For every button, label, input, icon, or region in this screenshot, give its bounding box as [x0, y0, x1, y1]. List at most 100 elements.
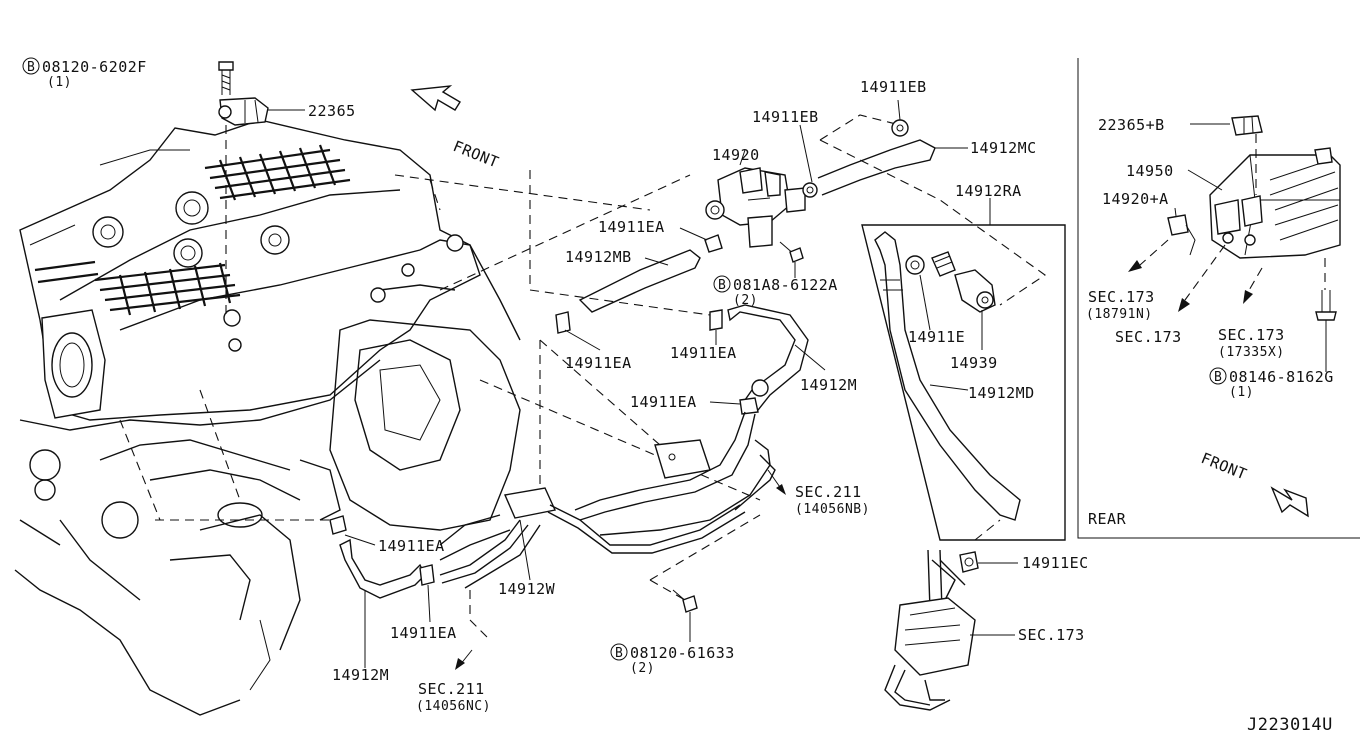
bolt-symbol-1: B [27, 60, 35, 75]
bolt-symbol-4: B [1214, 370, 1222, 385]
label-14911EA-c: 14911EA [670, 344, 737, 362]
leader-14911EB-b [897, 99, 901, 121]
label-14939: 14939 [950, 354, 998, 372]
label-08120-6202F-qty: (1) [47, 75, 72, 90]
label-14911EA-d: 14911EA [630, 393, 697, 411]
clamp-14911EA-a [704, 234, 723, 253]
label-08120-61633-qty: (2) [630, 661, 655, 676]
label-14920: 14920 [712, 146, 760, 164]
tube-upper [574, 411, 746, 511]
canister-sec173-part [884, 549, 976, 711]
valve-14920A [1167, 214, 1196, 256]
leader-14912MB [644, 257, 669, 266]
label-081A8-6122A-qty: (2) [733, 293, 758, 308]
leader-14911EA-a [679, 227, 708, 241]
label-14911EA-f: 14911EA [390, 624, 457, 642]
dashed-assembly-lines [119, 114, 1046, 641]
label-08120-61633: 08120-61633 [630, 644, 735, 662]
sensor-22365B [1231, 115, 1263, 136]
leader-14911EA-e [344, 534, 376, 546]
label-sec211-a: SEC.211 [795, 483, 862, 501]
leader-14911EA-b [564, 329, 601, 351]
label-14911EB-b: 14911EB [860, 78, 927, 96]
label-14912M-a: 14912M [800, 376, 857, 394]
engine-illustration [14, 119, 521, 716]
label-14912W: 14912W [498, 580, 556, 598]
hose-14912MB [578, 249, 701, 313]
label-081A8-6122A: 081A8-6122A [733, 276, 838, 294]
clamp-14911EA-d [739, 379, 769, 415]
label-rear-sec173-c: SEC.173 [1218, 326, 1285, 344]
rear-panel-border [1077, 58, 1360, 539]
label-rear-sec173-b: SEC.173 [1115, 328, 1182, 346]
label-22365B: 22365+B [1098, 116, 1165, 134]
label-14912MC: 14912MC [970, 139, 1037, 157]
bolt-symbol-2: B [718, 278, 726, 293]
leader-14911EA-d [709, 401, 741, 405]
label-sec173-main: SEC.173 [1018, 626, 1085, 644]
label-14920A: 14920+A [1102, 190, 1169, 208]
label-sec211-b: SEC.211 [418, 680, 485, 698]
label-08120-6202F: 08120-6202F [42, 58, 147, 76]
clamp-14911EB-a [802, 182, 818, 198]
diagram-id: J223014U [1247, 715, 1333, 735]
label-14911EB-a: 14911EB [752, 108, 819, 126]
leader-14911EA-f [427, 584, 431, 623]
label-14912RA: 14912RA [955, 182, 1022, 200]
label-14911EC: 14911EC [1022, 554, 1089, 572]
label-rear: REAR [1088, 510, 1127, 528]
label-front-rear: FRONT [1199, 449, 1250, 484]
label-08146-8162G: 08146-8162G [1229, 368, 1334, 386]
leader-14912M-a [794, 344, 826, 371]
leader-14911E [919, 274, 931, 331]
bolt-symbol-3: B [615, 646, 623, 661]
arrow-sec211-b [455, 649, 473, 670]
leader-14912MD [929, 384, 969, 391]
leader-14920 [739, 149, 746, 166]
part-labels: B 08120-6202F (1) 22365 FRONT 14911EB 14… [22, 57, 1334, 735]
bolt-08120-6202F-part [218, 61, 234, 95]
label-14911EA-b: 14911EA [565, 354, 632, 372]
label-front-main: FRONT [451, 137, 502, 172]
front-arrow-rear [1270, 486, 1309, 518]
front-arrow-main [410, 85, 461, 112]
clamp-14911EA-b [555, 311, 571, 334]
label-22365: 22365 [308, 102, 356, 120]
label-08146-8162G-qty: (1) [1229, 385, 1254, 400]
label-14911EA-a: 14911EA [598, 218, 665, 236]
label-14912M-b: 14912M [332, 666, 389, 684]
bracket [654, 439, 711, 479]
label-sec211-b-ref: (14056NC) [416, 699, 491, 714]
clamp-14911EA-f [419, 564, 435, 586]
label-14911EA-e: 14911EA [378, 537, 445, 555]
bolt-08146-8162G-part [1315, 290, 1337, 321]
leader-14920A [1174, 207, 1177, 217]
label-14911E: 14911E [908, 328, 965, 346]
label-rear-sec173-c-ref: (17335X) [1218, 345, 1285, 360]
leader-14911EB-a [799, 124, 813, 183]
leader-14950 [1187, 169, 1223, 191]
leader-14912W [519, 519, 531, 581]
hose-14912M-b [339, 538, 426, 599]
clamp-14911EC [959, 551, 979, 573]
box-14912RA [861, 224, 1066, 541]
sensor-22365-part [218, 97, 269, 126]
label-rear-sec173-a: SEC.173 [1088, 288, 1155, 306]
clamp-14911EB-b [891, 119, 909, 137]
clamp-14911E [905, 251, 956, 277]
clamp-14911EA-e [329, 515, 347, 535]
canister-14950 [1209, 147, 1341, 259]
filter-14939 [954, 269, 996, 313]
label-14912MD: 14912MD [968, 384, 1035, 402]
label-sec211-a-ref: (14056NB) [795, 502, 870, 517]
label-14950: 14950 [1126, 162, 1174, 180]
arrow-sec211-a [767, 469, 786, 495]
label-rear-sec173-a-ref: (18791N) [1086, 307, 1153, 322]
label-14912MB: 14912MB [565, 248, 632, 266]
clamp-14911EA-c [709, 309, 723, 331]
hose-14912MD [874, 231, 1021, 521]
valve-14920-part [705, 167, 806, 248]
tube-14912W [439, 487, 746, 589]
